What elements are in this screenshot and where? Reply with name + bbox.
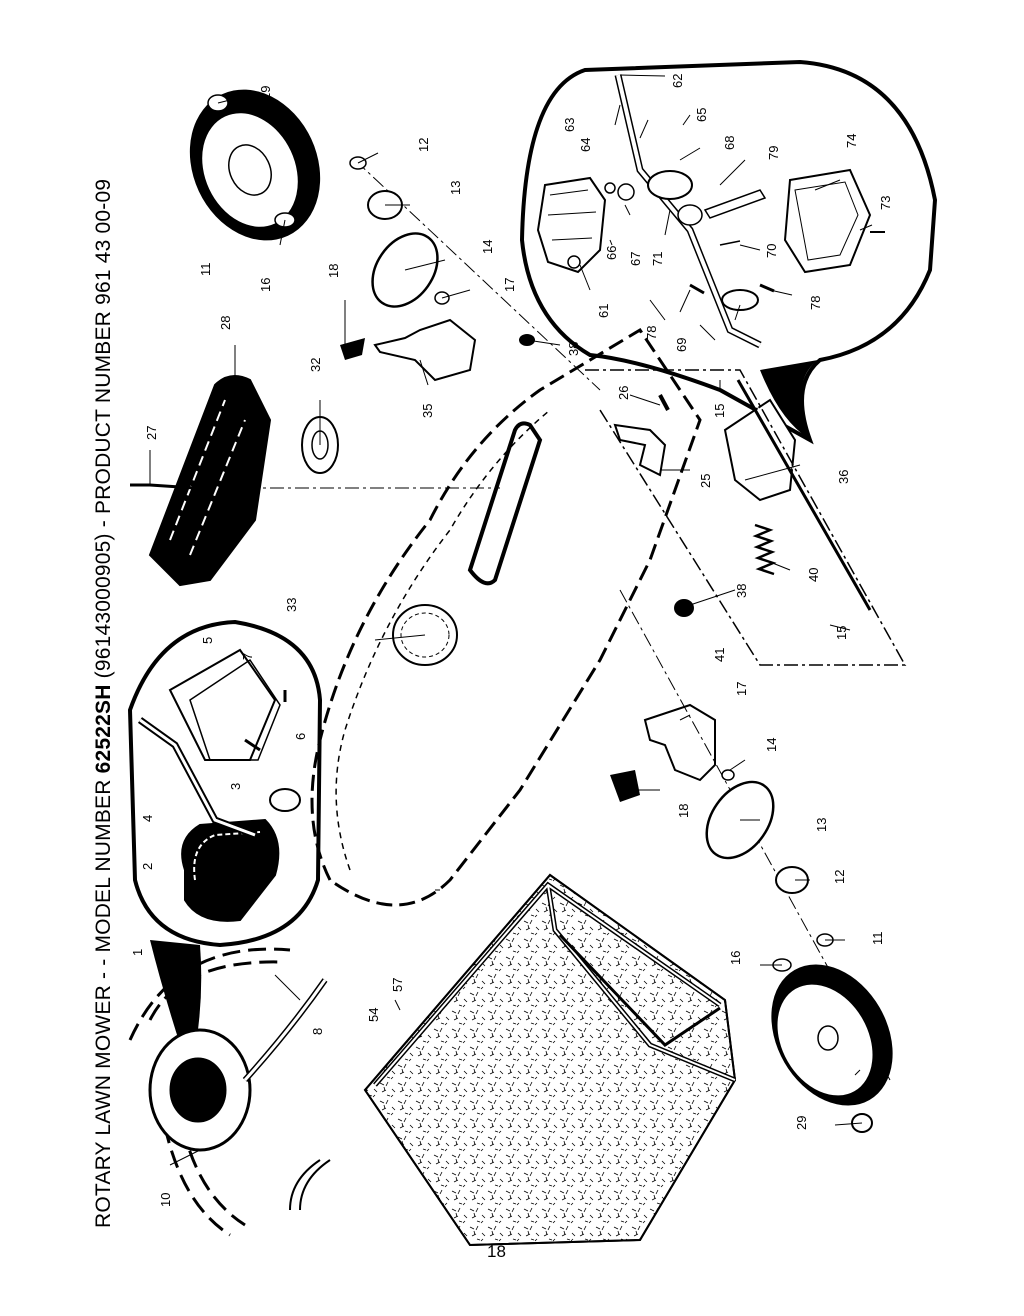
transmission-part [723,398,797,502]
callout-7: 7 [240,653,255,660]
callout-62: 62 [670,74,685,88]
callout-41: 41 [712,648,727,662]
callout-8: 8 [310,1028,325,1035]
callout-66: 66 [604,246,619,260]
callout-68: 68 [722,136,737,150]
callout-10: 10 [158,1193,173,1207]
callout-14b: 14 [764,738,779,752]
callout-6: 6 [293,733,308,740]
callout-26: 26 [616,386,631,400]
mulch-plug-inset [127,619,323,1075]
callout-4: 4 [140,815,155,822]
spring-part [752,523,777,576]
callout-2: 2 [140,863,155,870]
callout-36: 36 [836,470,851,484]
callout-15a: 15 [712,404,727,418]
grass-bag-assembly [363,873,737,1247]
callout-73: 73 [878,196,893,210]
deflector-plate2-part [189,658,281,761]
callout-29b: 29 [794,1116,809,1130]
callout-1: 1 [130,949,145,956]
callout-79: 79 [766,146,781,160]
callout-54: 54 [366,1008,381,1022]
blade-part [392,604,458,666]
transmission-inset [519,59,938,445]
gearbox-housing-part [536,176,607,274]
callout-18a: 18 [326,264,341,278]
callout-35: 35 [420,404,435,418]
height-adjuster-front-part [643,703,716,782]
callout-65: 65 [694,108,709,122]
knob-part [269,788,301,812]
callout-64: 64 [578,138,593,152]
callout-29a: 29 [258,86,273,100]
callout-32: 32 [308,358,323,372]
callout-5: 5 [200,637,215,644]
callout-61: 61 [596,304,611,318]
callout-12b: 12 [832,870,847,884]
callout-13b: 13 [814,818,829,832]
rear-wheel-top [189,89,321,241]
bracket-part [613,423,667,477]
callout-57: 57 [390,978,405,992]
callout-38b: 38 [734,584,749,598]
callout-15b: 15 [834,626,849,640]
rear-baffle-part [148,375,272,587]
callout-78a: 78 [644,326,659,340]
worm-gear-part [703,189,767,219]
callout-3: 3 [228,783,243,790]
callout-69: 69 [674,338,689,352]
callout-33: 33 [284,598,299,612]
callout-63: 63 [562,118,577,132]
callout-38a: 38 [566,342,581,356]
mower-deck [310,327,702,907]
callout-16a: 16 [258,278,273,292]
callout-labels: 1 2 3 4 5 6 7 8 10 11 11 12 12 13 13 14 … [130,74,893,1207]
callout-67: 67 [628,252,643,266]
callout-71: 71 [650,252,665,266]
callout-40: 40 [806,568,821,582]
page-number: 18 [487,1242,506,1261]
callout-13a: 13 [448,181,463,195]
front-wheel-bottom [771,964,893,1133]
callout-11b: 11 [870,932,885,946]
callout-27: 27 [144,426,159,440]
gear-shaft-part [604,74,762,349]
callout-12a: 12 [416,138,431,152]
callout-25: 25 [698,474,713,488]
callout-11a: 11 [198,263,213,277]
callout-17a: 17 [502,278,517,292]
callout-70: 70 [764,244,779,258]
gearbox-cover-part [783,168,872,274]
callout-78b: 78 [808,296,823,310]
drive-belt-part [467,421,543,586]
callout-14a: 14 [480,240,495,254]
height-adjuster-part [373,318,477,382]
callout-28: 28 [218,316,233,330]
callout-17b: 17 [734,682,749,696]
callout-18b: 18 [676,804,691,818]
mulch-door-part [181,818,280,922]
deflector-plate-part [168,648,277,761]
callout-16b: 16 [728,951,743,965]
callout-74: 74 [844,134,859,148]
handle-assembly [128,947,331,1237]
